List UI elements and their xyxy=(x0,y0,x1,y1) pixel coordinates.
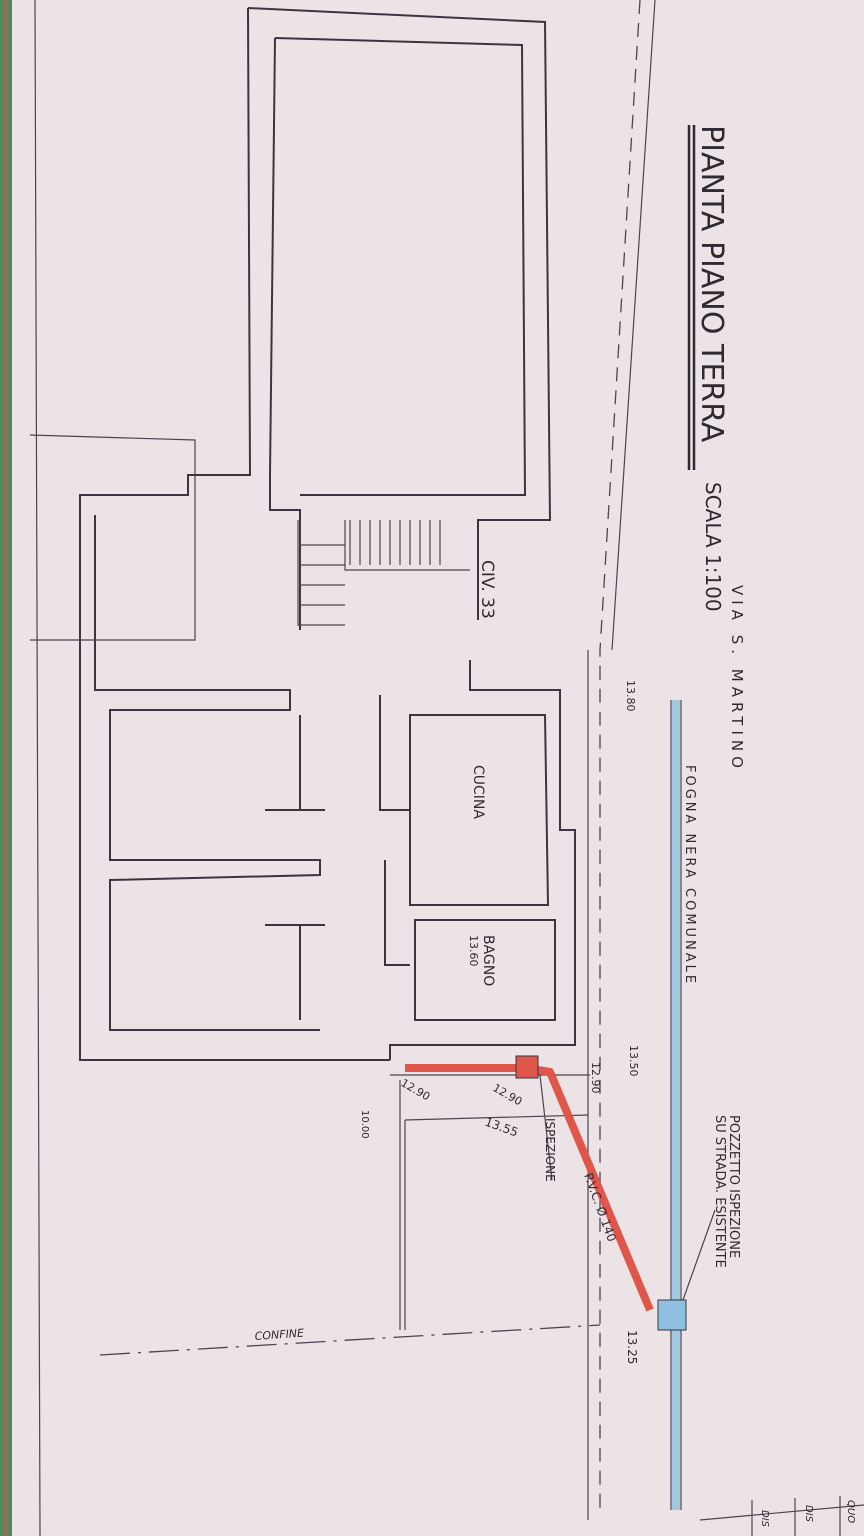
level-1355: 13.55 xyxy=(483,1115,520,1140)
manhole-label-2: SU STRADA. ESISTENTE xyxy=(712,1115,727,1268)
level-1325: 13.25 xyxy=(625,1330,639,1364)
inspection-box xyxy=(515,1055,539,1079)
room-kitchen: CUCINA xyxy=(470,765,486,819)
level-1290: 12.90 xyxy=(399,1076,433,1103)
pvc-pipe xyxy=(405,1064,654,1312)
sewer-label: FOGNA NERA COMUNALE xyxy=(682,765,697,986)
manhole-label-1: POZZETTO ISPEZIONE xyxy=(726,1115,741,1258)
leader-line xyxy=(539,1074,553,1181)
level-1000: 10.00 xyxy=(359,1110,370,1139)
inspection-label: ISPEZIONE xyxy=(543,1118,557,1182)
level-1290: 12.90 xyxy=(589,1062,602,1094)
yard-lines xyxy=(390,1074,590,1330)
level-1350: 13.50 xyxy=(627,1045,640,1077)
plan-scale: SCALA 1:100 xyxy=(701,482,725,612)
svg-text:DIS: DIS xyxy=(803,1505,814,1523)
street-edge xyxy=(611,0,656,651)
svg-text:DIS: DIS xyxy=(759,1510,770,1528)
civic-number: CIV. 33 xyxy=(477,560,497,619)
bath-level: 13.60 xyxy=(467,935,480,967)
level-1290: 12.90 xyxy=(491,1081,525,1108)
boundary-label: CONFINE xyxy=(254,1327,304,1343)
title-block: QUO DIS DIS xyxy=(699,1496,864,1536)
level-1380: 13.80 xyxy=(624,680,637,712)
manhole xyxy=(657,1299,687,1331)
boundary-line xyxy=(99,1324,601,1356)
room-bath: BAGNO xyxy=(480,935,496,986)
building-walls xyxy=(29,7,576,1061)
sheet-border xyxy=(34,0,41,1536)
plan-title: PIANTA PIANO TERRA xyxy=(694,125,729,443)
street-edge-dashed xyxy=(599,0,641,1510)
street-name: VIA S. MARTINO xyxy=(728,585,746,773)
svg-text:QUO: QUO xyxy=(845,1500,856,1523)
binding-stripe xyxy=(4,0,7,1536)
sewer-line xyxy=(672,700,680,1510)
leader-line xyxy=(682,1209,716,1301)
